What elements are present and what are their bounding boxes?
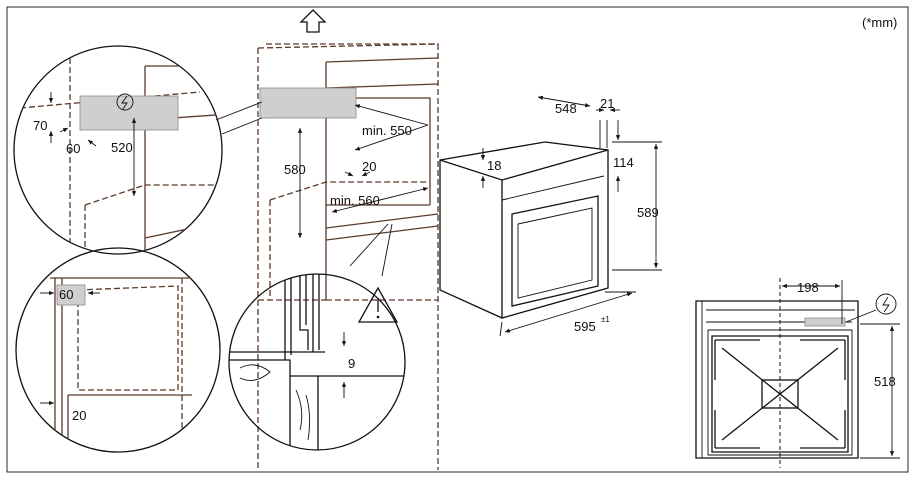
dim-60-top: 60 <box>66 141 80 156</box>
dim-9: 9 <box>348 356 355 371</box>
vent-opening-highlight <box>259 87 357 119</box>
dim-21: 21 <box>600 96 614 111</box>
side-elevation-view <box>695 278 859 468</box>
detail-top-left: 70 60 520 <box>13 45 223 255</box>
dim-520: 520 <box>111 140 133 155</box>
electric-shock-icon-right <box>875 293 897 315</box>
dim-114: 114 <box>613 155 634 170</box>
dim-580: 580 <box>284 162 306 177</box>
oven-drawing <box>439 120 609 319</box>
detail-bottom-left: 60 20 <box>15 247 221 453</box>
dim-60-lower: 60 <box>59 287 73 302</box>
units-note: (*mm) <box>862 15 897 30</box>
dim-18: 18 <box>487 158 501 173</box>
frame-border <box>6 6 909 473</box>
dim-20-mid: 20 <box>362 159 376 174</box>
dim-min-550: min. 550 <box>362 123 412 138</box>
socket-highlight <box>804 317 846 327</box>
dim-595: 595 <box>574 319 596 334</box>
dim-min-560: min. 560 <box>330 193 380 208</box>
up-arrow-icon <box>299 9 327 33</box>
dim-20-lower: 20 <box>72 408 86 423</box>
dim-198: 198 <box>797 280 819 295</box>
warning-icon <box>357 286 399 323</box>
dim-589: 589 <box>637 205 659 220</box>
dim-70: 70 <box>33 118 47 133</box>
dim-518: 518 <box>874 374 896 389</box>
dim-548: 548 <box>555 101 577 116</box>
dim-595-tolerance: ±1 <box>601 315 610 324</box>
electric-shock-icon <box>116 93 134 111</box>
detail-bottom-center: 9 <box>228 273 406 451</box>
cabinet-drawing <box>257 43 439 470</box>
